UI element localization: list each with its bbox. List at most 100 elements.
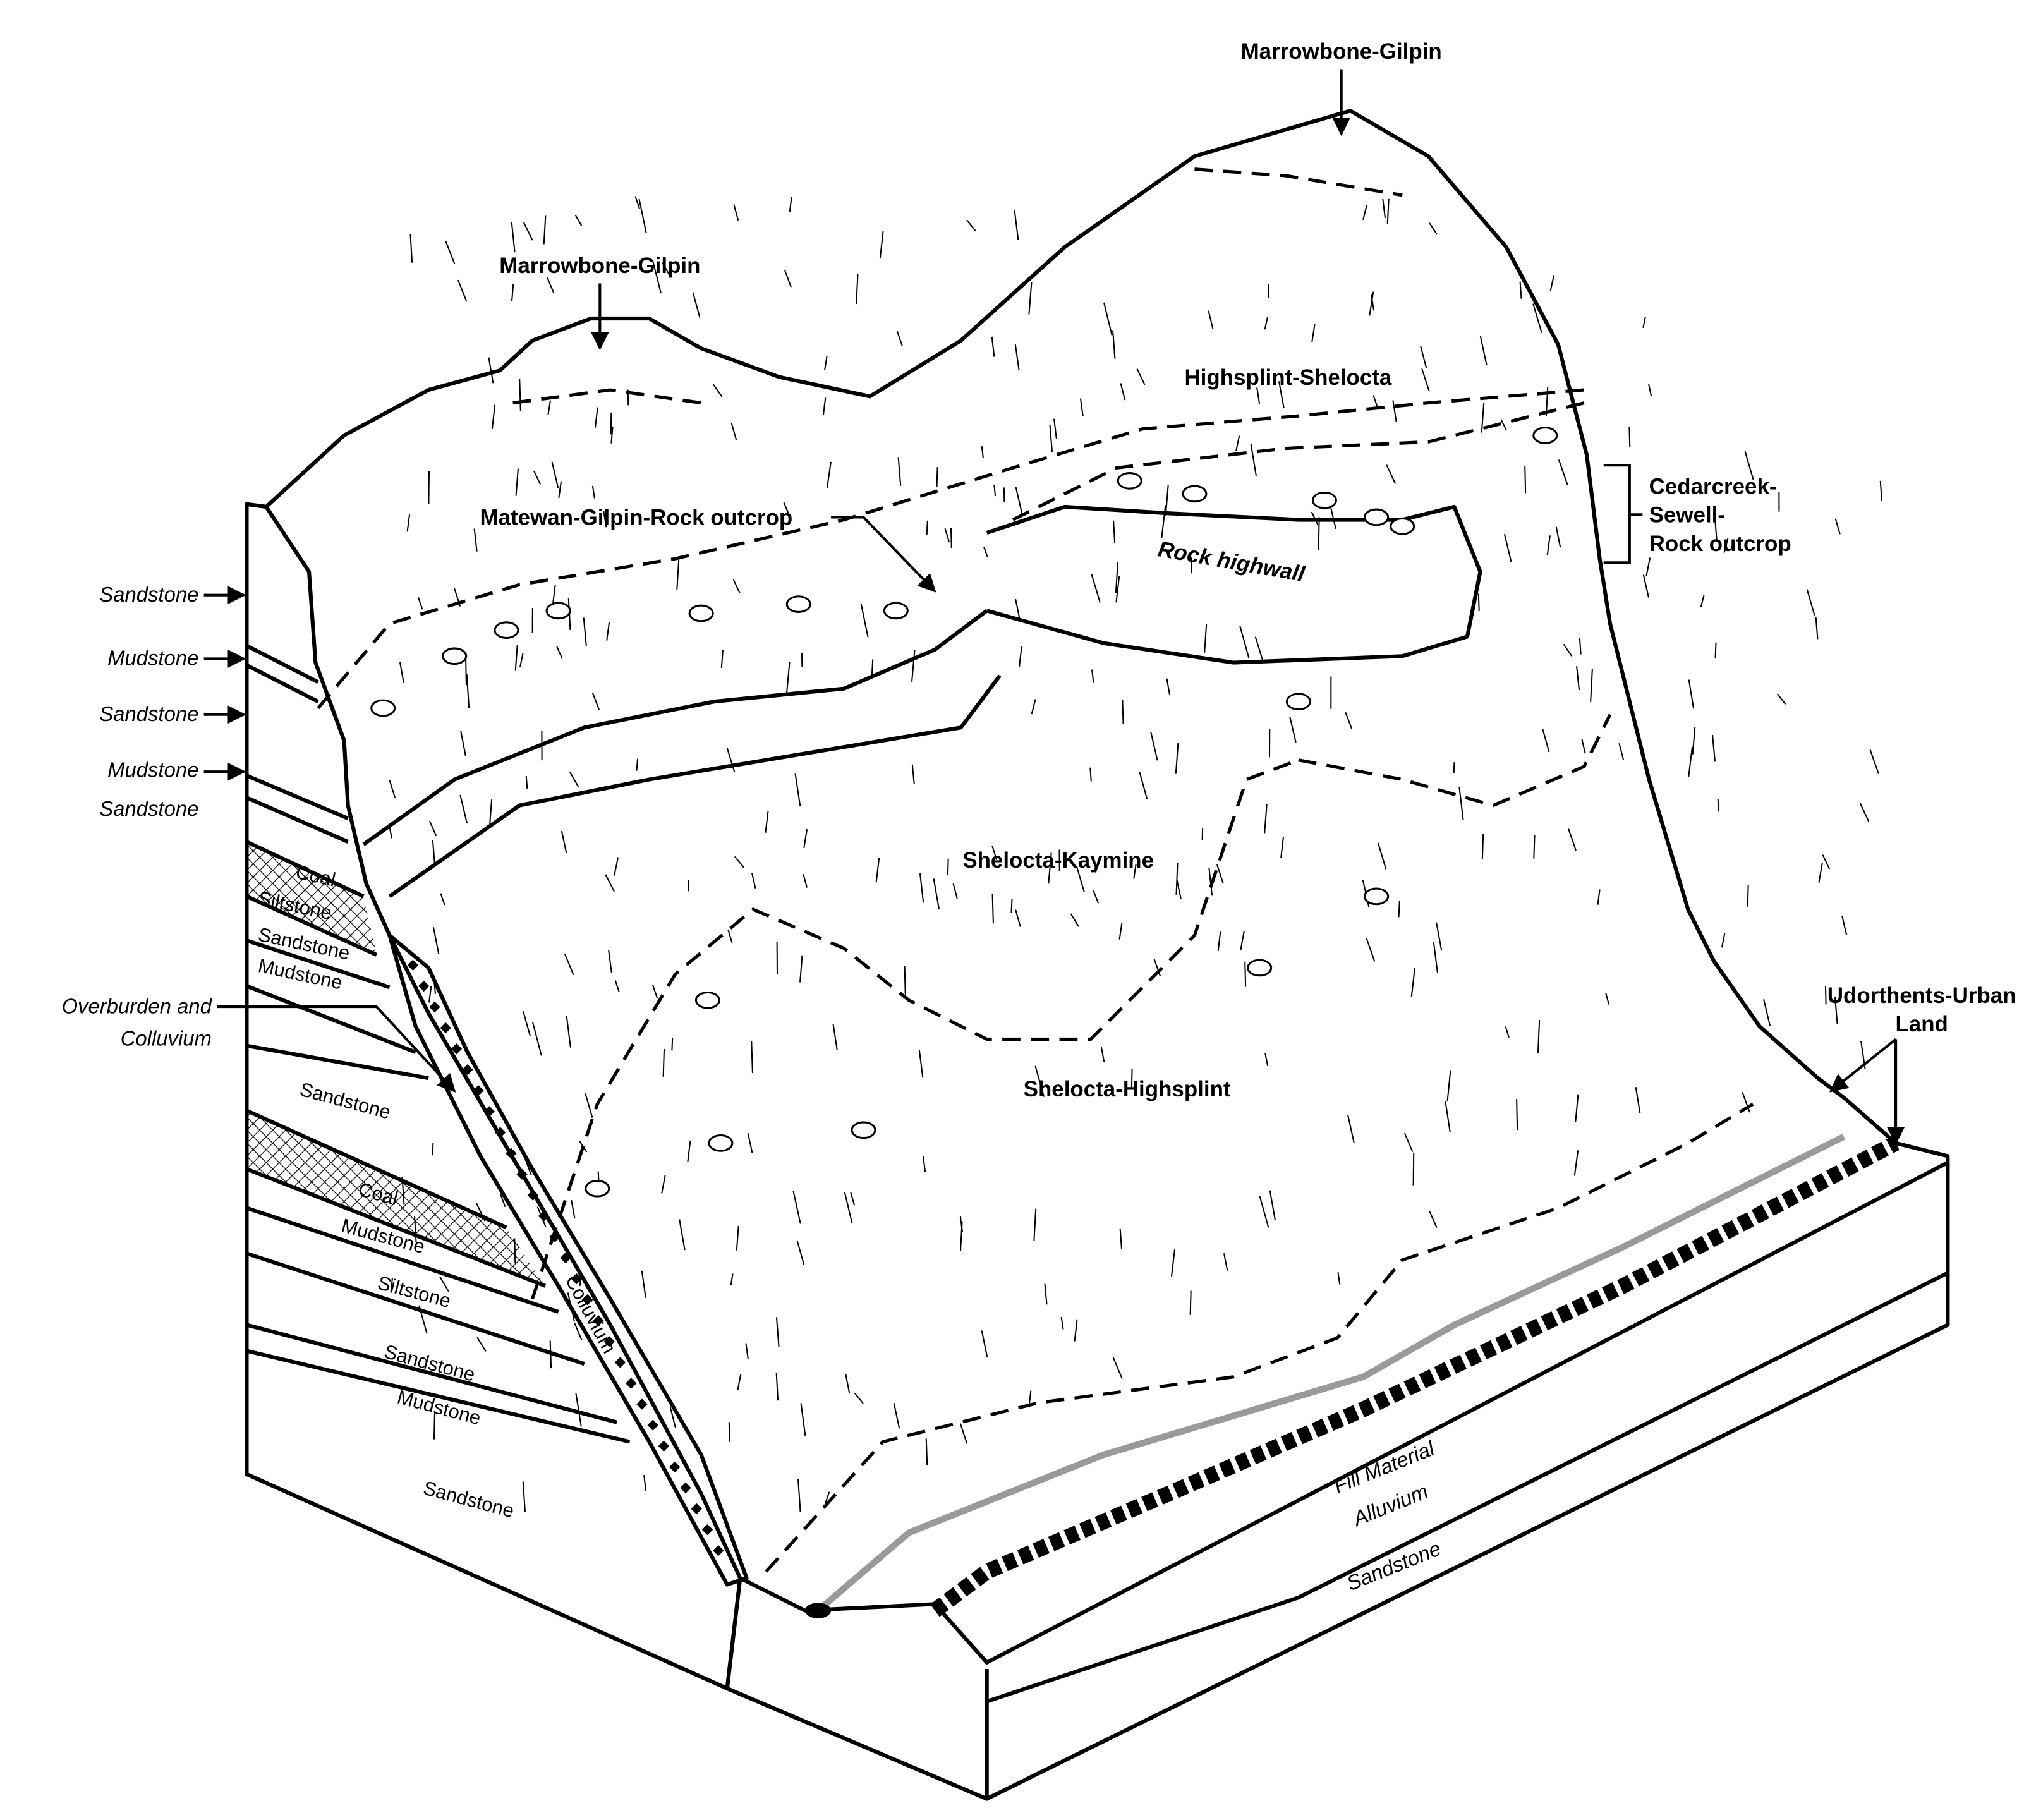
texture-stroke <box>569 772 579 787</box>
texture-stroke <box>1175 863 1179 895</box>
texture-stroke <box>1094 859 1100 873</box>
colluvium-fragment <box>429 1001 440 1013</box>
texture-stroke <box>1264 1053 1269 1066</box>
texture-stroke <box>466 674 470 708</box>
texture-stroke <box>1721 933 1726 948</box>
texture-stroke <box>417 597 423 610</box>
texture-stroke <box>796 1241 805 1265</box>
texture-stroke <box>1386 464 1397 485</box>
boulder <box>785 595 811 613</box>
label-overburden-2: Colluvium <box>121 1027 212 1050</box>
texture-stroke <box>432 927 440 954</box>
texture-stroke <box>1503 533 1512 562</box>
texture-stroke <box>1428 1210 1438 1228</box>
texture-stroke <box>904 966 906 995</box>
texture-stroke <box>1581 738 1586 754</box>
texture-stroke <box>1122 699 1124 725</box>
texture-stroke <box>1014 210 1019 240</box>
texture-stroke <box>564 954 574 976</box>
mountain-surface <box>245 109 1950 1801</box>
boulder <box>1532 427 1558 444</box>
texture-stroke <box>850 1191 856 1206</box>
texture-stroke <box>720 650 724 669</box>
texture-stroke <box>531 1022 542 1056</box>
texture-stroke <box>747 1133 753 1153</box>
texture-stroke <box>1264 804 1268 834</box>
texture-stroke <box>1254 636 1264 661</box>
label-side-sandstone-1: Sandstone <box>99 583 198 606</box>
boulder <box>585 1179 610 1198</box>
texture-stroke <box>845 1373 851 1394</box>
texture-stroke <box>636 758 639 771</box>
texture-stroke <box>1190 557 1192 574</box>
texture-stroke <box>844 1191 853 1223</box>
texture-stroke <box>566 1015 571 1048</box>
colluvium-fragment <box>680 1482 691 1494</box>
texture-stroke <box>524 1159 532 1175</box>
texture-stroke <box>1028 1390 1032 1406</box>
boulder <box>1364 887 1390 906</box>
label-highsplint-shelocta: Highsplint-Shelocta <box>1184 365 1391 390</box>
svg-text:Mudstone: Mudstone <box>395 1386 483 1429</box>
texture-stroke <box>1546 535 1551 555</box>
texture-stroke <box>1362 205 1367 221</box>
texture-stroke <box>1033 1208 1037 1241</box>
boulder <box>1364 508 1390 526</box>
texture-stroke <box>1264 317 1268 330</box>
texture-stroke <box>1347 1115 1355 1143</box>
texture-stroke <box>687 1140 691 1162</box>
label-shelocta-highsplint: Shelocta-Highsplint <box>1024 1077 1231 1101</box>
texture-stroke <box>1859 803 1870 822</box>
texture-stroke <box>1076 866 1085 892</box>
colluvium-fragment <box>593 1315 604 1326</box>
colluvium-fragment <box>494 1127 506 1138</box>
label-matewan: Matewan-Gilpin-Rock outcrop <box>480 506 793 530</box>
colluvium-fragment <box>560 1252 571 1264</box>
colluvium-fragment <box>647 1419 658 1431</box>
texture-stroke <box>1605 992 1610 1005</box>
texture-stroke <box>1573 1150 1579 1176</box>
texture-stroke <box>556 646 563 659</box>
texture-stroke <box>499 1193 506 1208</box>
texture-stroke <box>727 929 733 943</box>
texture-stroke <box>574 214 583 226</box>
colluvium-fragment <box>462 1064 473 1076</box>
boulder <box>1182 485 1208 503</box>
texture-stroke <box>966 219 976 232</box>
boulder <box>688 604 714 622</box>
texture-stroke <box>1070 913 1079 927</box>
texture-stroke <box>1014 344 1020 370</box>
texture-stroke <box>728 1422 730 1442</box>
texture-stroke <box>800 1403 806 1436</box>
texture-stroke <box>1579 638 1582 655</box>
texture-stroke <box>1575 1094 1579 1122</box>
texture-stroke <box>825 1491 830 1503</box>
texture-stroke <box>1204 624 1208 653</box>
texture-stroke <box>676 559 680 590</box>
texture-stroke <box>1053 418 1057 439</box>
texture-stroke <box>926 520 928 535</box>
texture-stroke <box>1018 646 1022 667</box>
texture-stroke <box>736 1225 739 1251</box>
texture-stroke <box>1031 699 1036 715</box>
texture-stroke <box>1289 717 1297 743</box>
texture-stroke <box>605 874 615 892</box>
texture-stroke <box>911 650 916 682</box>
texture-stroke <box>1645 557 1651 576</box>
texture-stroke <box>1259 1196 1269 1228</box>
texture-stroke <box>1386 198 1390 224</box>
texture-stroke <box>634 196 641 209</box>
texture-stroke <box>1481 834 1484 859</box>
texture-stroke <box>1034 1065 1045 1097</box>
boulder <box>442 647 468 665</box>
texture-stroke <box>661 1175 666 1194</box>
texture-stroke <box>1382 198 1386 219</box>
texture-stroke <box>515 468 519 496</box>
texture-stroke <box>1060 1316 1064 1330</box>
soil-boundaries <box>317 167 1754 1573</box>
texture-stroke <box>1015 909 1021 927</box>
texture-stroke <box>832 1024 838 1050</box>
texture-stroke <box>1555 526 1561 548</box>
texture-stroke <box>1269 1190 1276 1220</box>
texture-stroke <box>726 747 736 773</box>
